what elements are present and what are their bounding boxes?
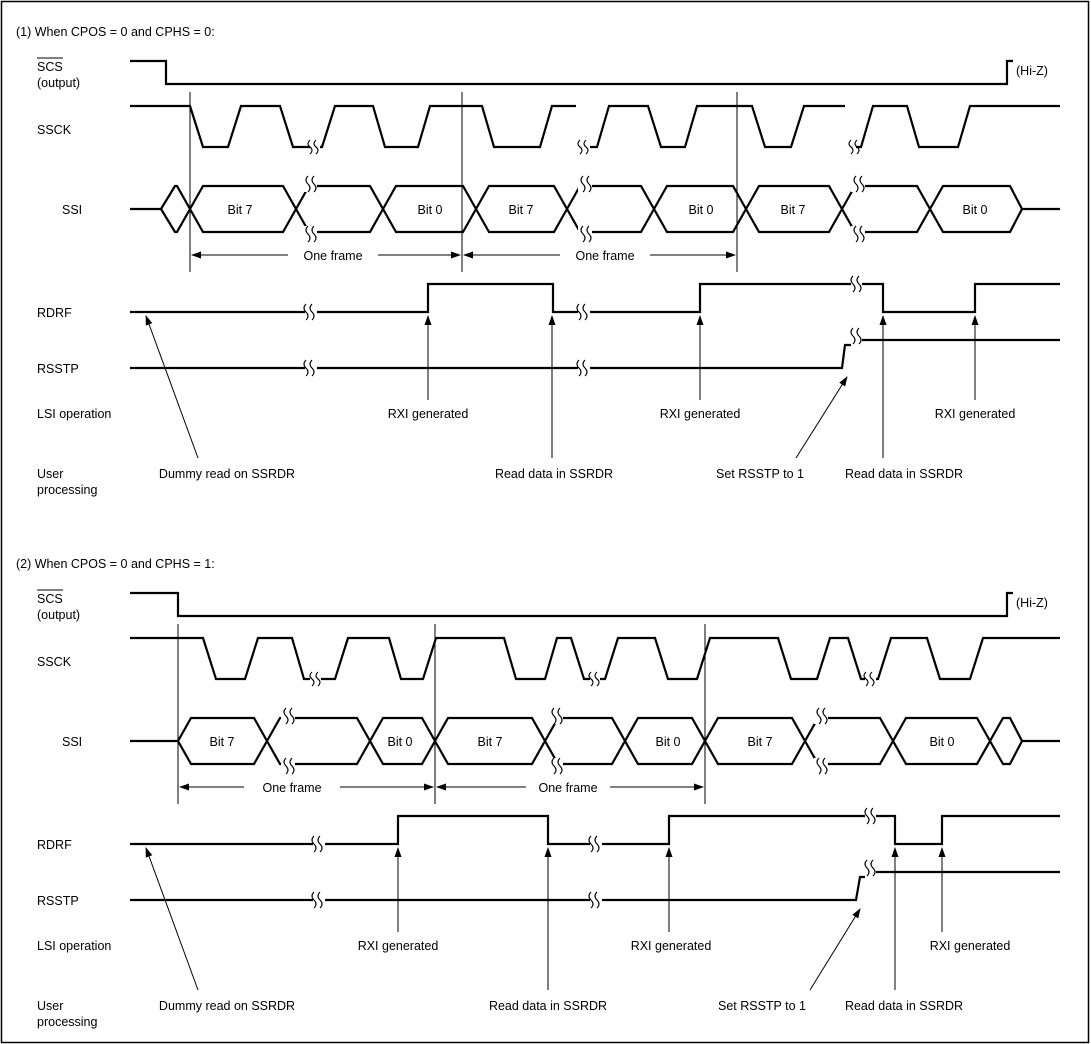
rsstp-waveform bbox=[130, 870, 1060, 902]
ssi-bit-label: Bit 0 bbox=[387, 735, 412, 749]
ssi-bit-label: Bit 0 bbox=[417, 203, 442, 217]
ssi-bit-label: Bit 7 bbox=[209, 735, 234, 749]
rsstp-break bbox=[311, 859, 876, 909]
ssi-bit-label: Bit 0 bbox=[688, 203, 713, 217]
rdrf-break bbox=[303, 275, 862, 321]
ssi-break-3 bbox=[851, 175, 865, 243]
scs-waveform bbox=[130, 59, 1013, 86]
rdrf-waveform bbox=[130, 814, 1060, 846]
rdrf-break bbox=[311, 807, 876, 853]
lsi-event-label: RXI generated bbox=[388, 407, 469, 421]
rdrf-label: RDRF bbox=[37, 838, 72, 852]
scs-label: SCS bbox=[37, 60, 63, 74]
ssi-bit-label: Bit 7 bbox=[477, 735, 502, 749]
ssck-break-2 bbox=[577, 139, 589, 155]
user-event-label: Set RSSTP to 1 bbox=[716, 467, 804, 481]
lsi-event-label: RXI generated bbox=[660, 407, 741, 421]
ssi-bit-label: Bit 0 bbox=[929, 735, 954, 749]
rdrf-waveform bbox=[130, 282, 1060, 314]
user-event-label: Read data in SSRDR bbox=[489, 999, 607, 1013]
rdrf-label: RDRF bbox=[37, 306, 72, 320]
lsi-event-label: RXI generated bbox=[930, 939, 1011, 953]
rsstp-label: RSSTP bbox=[37, 894, 79, 908]
scs-sub-label: (output) bbox=[37, 76, 80, 90]
ssi-bit-label: Bit 7 bbox=[780, 203, 805, 217]
lsi-event-label: RXI generated bbox=[358, 939, 439, 953]
rsstp-waveform bbox=[130, 338, 1060, 370]
ssck-break-3 bbox=[863, 671, 875, 687]
ssi-break-1 bbox=[303, 175, 317, 243]
panel-title: (1) When CPOS = 0 and CPHS = 0: bbox=[16, 25, 215, 39]
panel-title: (2) When CPOS = 0 and CPHS = 1: bbox=[16, 557, 215, 571]
panel-cpos0-cphs0: (1) When CPOS = 0 and CPHS = 0: SCS (out… bbox=[16, 25, 1060, 497]
ssi-break-1 bbox=[281, 707, 295, 775]
ssck-break-1 bbox=[309, 671, 321, 687]
user-event-label: Read data in SSRDR bbox=[845, 467, 963, 481]
lsi-event-label: RXI generated bbox=[631, 939, 712, 953]
event-arrow bbox=[145, 315, 199, 459]
ssi-break-3 bbox=[814, 707, 828, 775]
scs-label: SCS bbox=[37, 592, 63, 606]
event-arrow bbox=[145, 847, 199, 991]
event-arrow bbox=[809, 908, 861, 991]
lsi-operation-label: LSI operation bbox=[37, 407, 111, 421]
ssi-break-2 bbox=[578, 175, 592, 243]
ssi-break-2 bbox=[549, 707, 563, 775]
ssck-break-3 bbox=[848, 139, 860, 155]
ssi-bit-label: Bit 7 bbox=[508, 203, 533, 217]
ssck-break-1 bbox=[307, 139, 319, 155]
ssck-label: SSCK bbox=[37, 655, 72, 669]
ssi-bit-label: Bit 0 bbox=[655, 735, 680, 749]
ssi-label: SSI bbox=[62, 203, 82, 217]
user-label: User bbox=[37, 467, 63, 481]
ssck-waveform bbox=[130, 104, 1060, 149]
ssck-waveform bbox=[130, 636, 1060, 681]
user-event-label: Read data in SSRDR bbox=[845, 999, 963, 1013]
frame-label: One frame bbox=[262, 781, 321, 795]
ssi-bit-label: Bit 7 bbox=[747, 735, 772, 749]
hiz-label: (Hi-Z) bbox=[1016, 64, 1048, 78]
ssi-bit-label: Bit 7 bbox=[227, 203, 252, 217]
frame-label: One frame bbox=[575, 249, 634, 263]
rsstp-break bbox=[303, 327, 862, 377]
event-arrow bbox=[795, 376, 848, 459]
lsi-event-label: RXI generated bbox=[935, 407, 1016, 421]
hiz-label: (Hi-Z) bbox=[1016, 596, 1048, 610]
user-event-label: Dummy read on SSRDR bbox=[159, 467, 295, 481]
panel-cpos0-cphs1: (2) When CPOS = 0 and CPHS = 1: SCS (out… bbox=[16, 557, 1060, 1029]
frame-label: One frame bbox=[303, 249, 362, 263]
lsi-operation-label: LSI operation bbox=[37, 939, 111, 953]
processing-label: processing bbox=[37, 483, 97, 497]
ssi-label: SSI bbox=[62, 735, 82, 749]
user-event-label: Read data in SSRDR bbox=[495, 467, 613, 481]
user-label: User bbox=[37, 999, 63, 1013]
ssck-label: SSCK bbox=[37, 123, 72, 137]
user-event-label: Set RSSTP to 1 bbox=[718, 999, 806, 1013]
processing-label: processing bbox=[37, 1015, 97, 1029]
ssck-break-2 bbox=[588, 671, 600, 687]
scs-waveform bbox=[130, 591, 1013, 618]
user-event-label: Dummy read on SSRDR bbox=[159, 999, 295, 1013]
rsstp-label: RSSTP bbox=[37, 362, 79, 376]
ssi-bit-label: Bit 0 bbox=[962, 203, 987, 217]
ssi-waveform bbox=[130, 184, 1060, 234]
scs-sub-label: (output) bbox=[37, 608, 80, 622]
frame-label: One frame bbox=[538, 781, 597, 795]
